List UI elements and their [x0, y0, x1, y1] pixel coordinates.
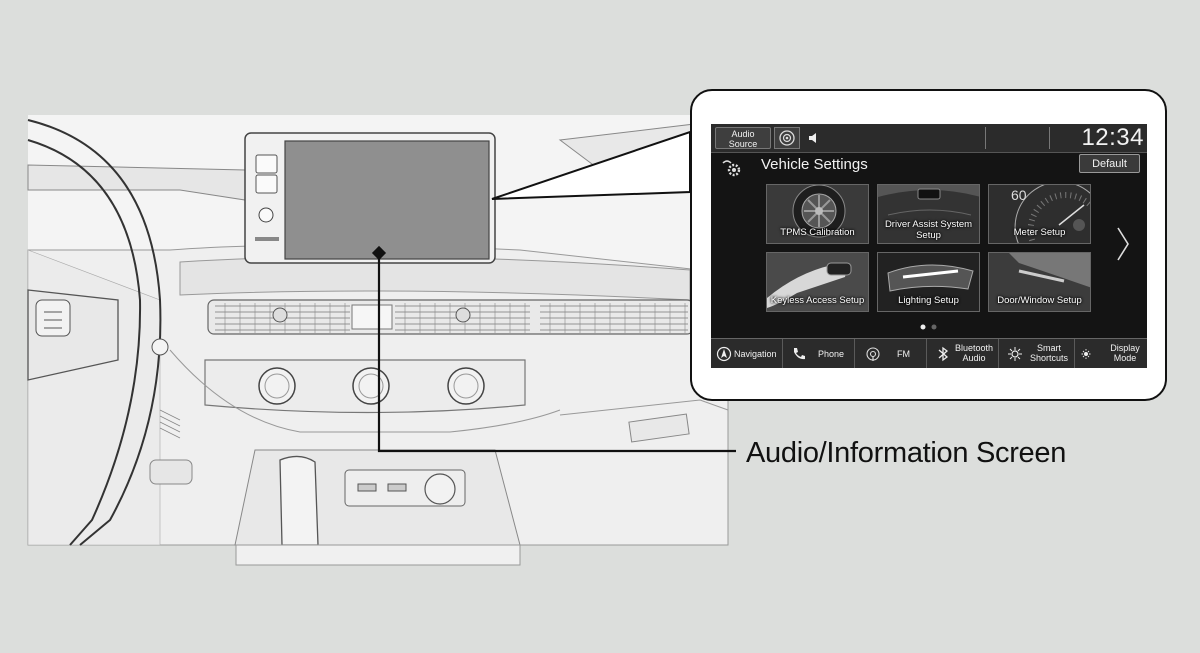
key-fob-photo-icon: [767, 253, 868, 311]
bluetooth-audio-label: Bluetooth Audio: [951, 343, 997, 363]
door-photo-icon: [989, 253, 1090, 311]
bluetooth-label-line1: Bluetooth: [954, 343, 994, 353]
tile-lighting-setup[interactable]: Lighting Setup: [877, 252, 980, 312]
smart-label-line1: Smart: [1036, 343, 1061, 353]
bluetooth-audio-button[interactable]: Bluetooth Audio: [927, 339, 999, 368]
tile-label: Keyless Access Setup: [770, 295, 865, 306]
tile-keyless-access-setup[interactable]: Keyless Access Setup: [766, 252, 869, 312]
phone-label: Phone: [818, 349, 845, 359]
navigation-icon: [716, 346, 732, 362]
tile-label: TPMS Calibration: [780, 227, 855, 238]
display-label-line2: Mode: [1113, 353, 1137, 363]
tile-tpms-calibration[interactable]: TPMS Calibration: [766, 184, 869, 244]
bottom-bar: Navigation Phone FM Bluetooth Audio: [711, 338, 1147, 368]
audio-source-label-line1: Audio: [731, 129, 755, 139]
page-title: Vehicle Settings: [761, 156, 868, 173]
smart-shortcuts-button[interactable]: Smart Shortcuts: [999, 339, 1075, 368]
radio-icon: [866, 347, 880, 361]
audio-source-button[interactable]: Audio Source: [715, 127, 771, 149]
tile-label-line2: Setup: [916, 230, 941, 241]
page-indicator: [920, 324, 937, 330]
gauge-photo-icon: [989, 185, 1090, 243]
smart-shortcuts-icon: [1008, 347, 1022, 361]
smart-shortcuts-label: Smart Shortcuts: [1025, 343, 1073, 363]
clock: 12:34: [1081, 124, 1144, 151]
settings-gear-icon: [722, 160, 741, 177]
tile-meter-setup[interactable]: 60 Meter Setup: [988, 184, 1091, 244]
fm-button[interactable]: FM: [855, 339, 927, 368]
status-bar: Audio Source 12:34: [711, 124, 1147, 153]
default-button[interactable]: Default: [1079, 154, 1140, 173]
gauge-number: 60: [1011, 187, 1027, 203]
bluetooth-icon: [938, 346, 949, 362]
tile-door-window-setup[interactable]: Door/Window Setup: [988, 252, 1091, 312]
display-mode-label: Display Mode: [1105, 343, 1145, 363]
fm-label: FM: [897, 349, 910, 359]
speaker-icon: [809, 133, 816, 143]
podcast-button[interactable]: [774, 127, 800, 149]
tile-label: Driver Assist System Setup: [878, 219, 979, 241]
navigation-label: Navigation: [734, 349, 777, 359]
navigation-button[interactable]: Navigation: [711, 339, 783, 368]
smart-label-line2: Shortcuts: [1029, 353, 1069, 363]
tile-label: Lighting Setup: [898, 295, 959, 306]
display-label-line1: Display: [1110, 343, 1140, 353]
bluetooth-label-line2: Audio: [962, 353, 986, 363]
next-page-chevron-icon[interactable]: [1115, 224, 1131, 264]
headlight-photo-icon: [878, 253, 979, 311]
display-mode-icon: [1081, 349, 1097, 359]
title-row: Vehicle Settings Default: [711, 154, 1147, 178]
audio-information-screen-caption: Audio/Information Screen: [746, 437, 1067, 469]
tile-driver-assist-system-setup[interactable]: Driver Assist System Setup: [877, 184, 980, 244]
audio-source-label-line2: Source: [728, 139, 758, 149]
steering-wheel: [27, 119, 162, 546]
sensor-photo-icon: [878, 185, 979, 243]
phone-button[interactable]: Phone: [783, 339, 855, 368]
tire-photo-icon: [767, 185, 868, 243]
podcast-icon: [779, 130, 795, 146]
tile-label: Door/Window Setup: [997, 295, 1082, 306]
audio-information-screen: Audio Source 12:34 Vehicle Settings Defa…: [711, 124, 1147, 368]
tile-label: Meter Setup: [1013, 227, 1066, 238]
tile-label-line1: Driver Assist System: [884, 219, 973, 230]
display-mode-button[interactable]: Display Mode: [1075, 339, 1147, 368]
phone-icon: [794, 348, 805, 360]
